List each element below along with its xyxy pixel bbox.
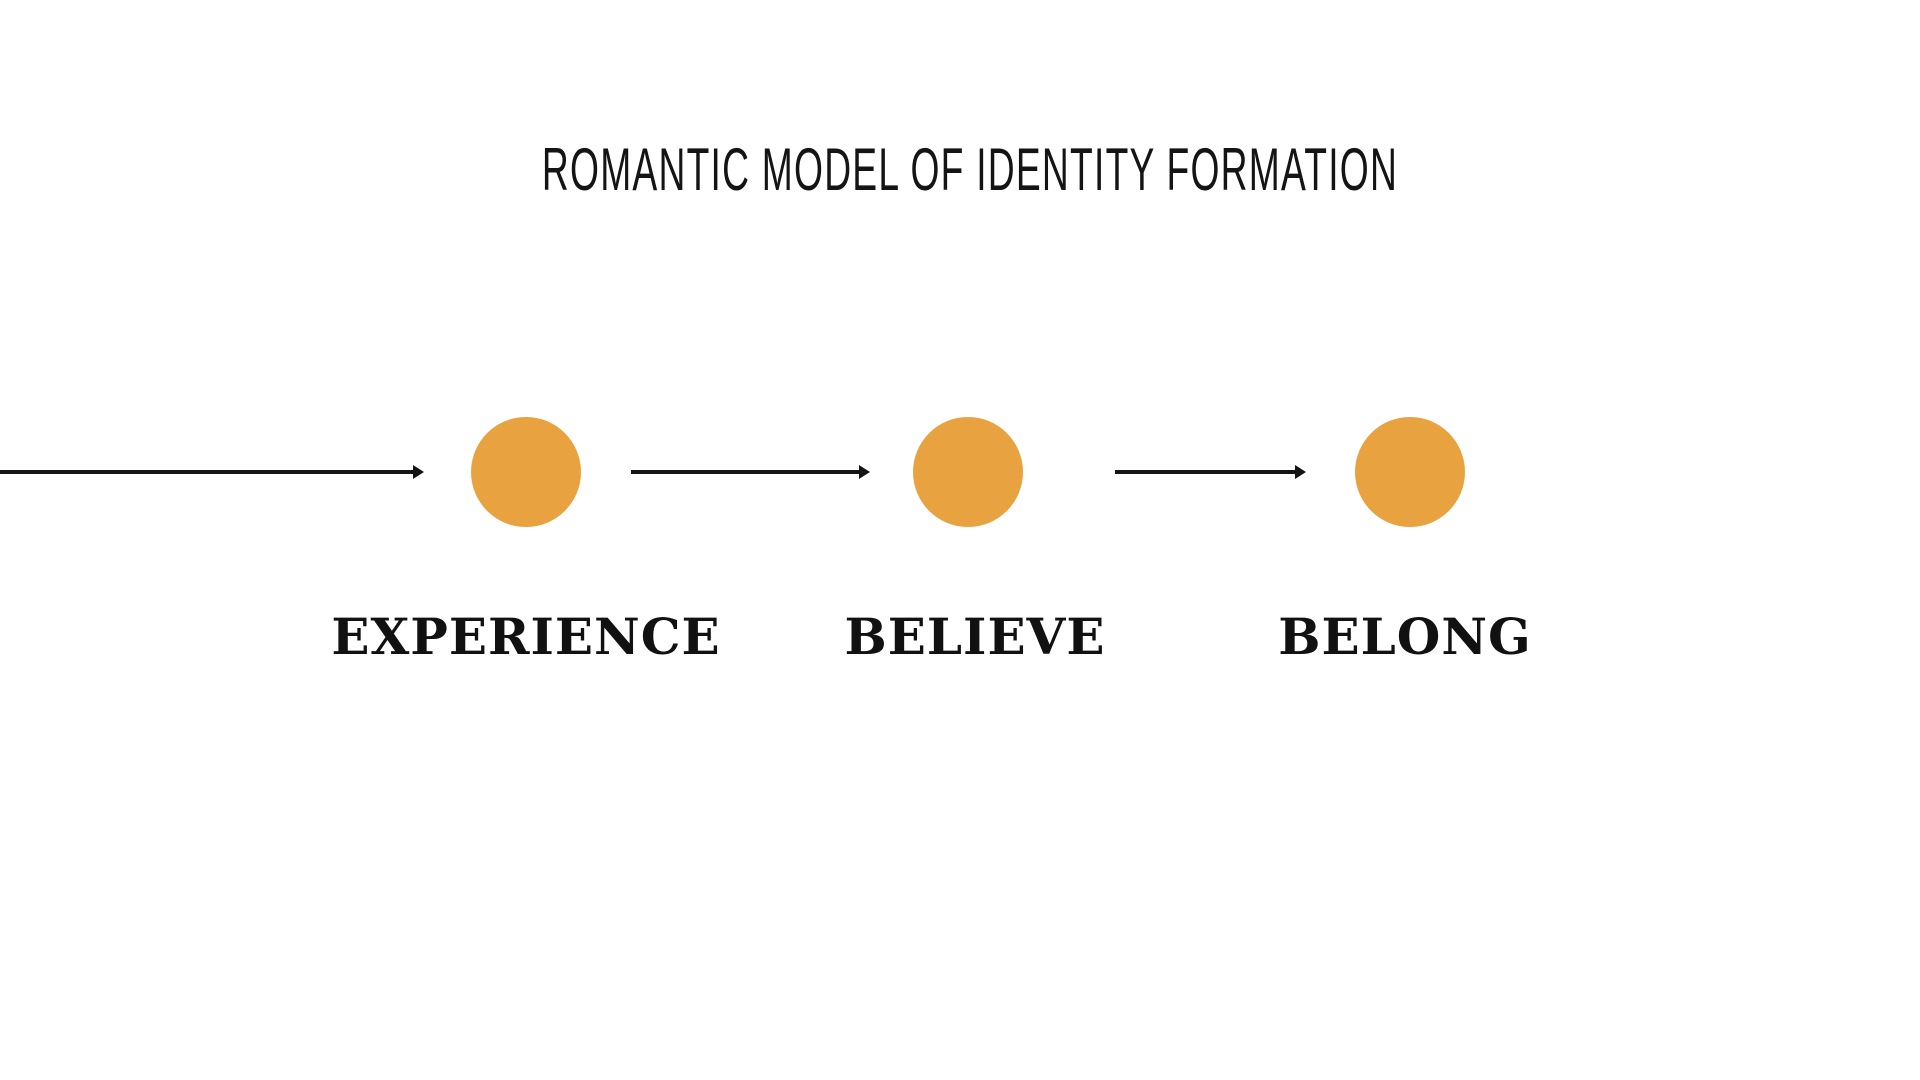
- arrow-incoming: [0, 465, 424, 479]
- node-belong: [1355, 417, 1465, 527]
- arrow-experience-to-believe: [631, 465, 870, 479]
- step-label-believe: BELIEVE: [844, 607, 1106, 666]
- node-believe: [913, 417, 1023, 527]
- arrow-believe-to-belong: [1115, 465, 1306, 479]
- diagram-title: ROMANTIC MODEL OF IDENTITY FORMATION: [541, 136, 1399, 203]
- node-experience: [471, 417, 581, 527]
- step-label-belong: BELONG: [1278, 607, 1532, 666]
- step-label-experience: EXPERIENCE: [331, 607, 721, 666]
